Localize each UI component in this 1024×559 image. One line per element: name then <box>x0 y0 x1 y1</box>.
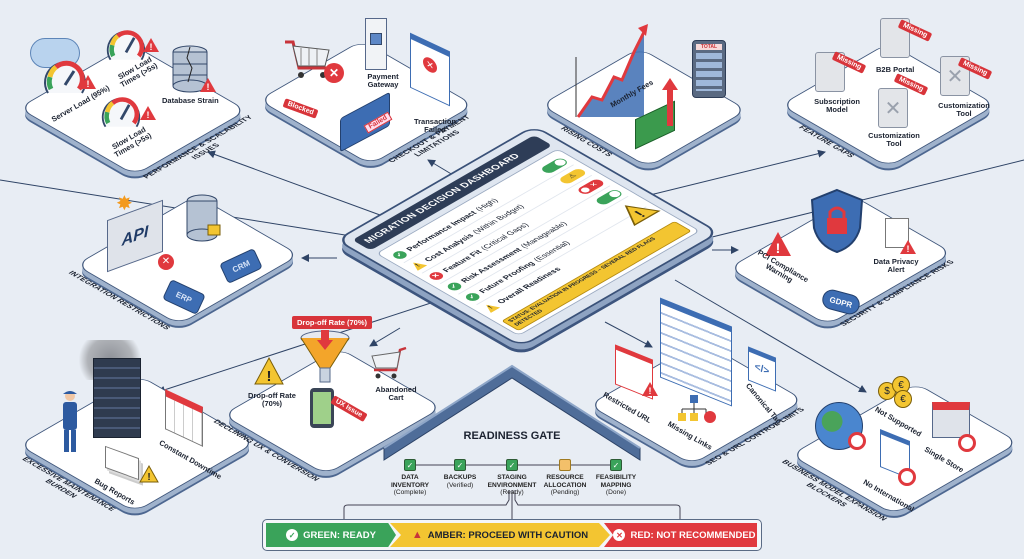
arrow-to-ux <box>369 327 401 347</box>
legend-label: GREEN: READY <box>303 529 376 541</box>
up-arrow-icon <box>662 78 678 126</box>
warning-icon: ! <box>200 78 216 92</box>
sitemap-icon <box>678 395 716 423</box>
arrow-to-performance <box>207 150 381 216</box>
document-icon <box>885 218 909 248</box>
svg-text:!: ! <box>207 82 210 92</box>
abandoned-cart-label: Abandoned Cart <box>375 385 417 402</box>
gate-step-feasibility: FEASIBILITY MAPPING(Done) <box>590 474 642 497</box>
warning-icon: ! <box>140 106 156 120</box>
error-x-icon: ✕ <box>324 63 344 83</box>
step-pending-icon <box>559 459 571 471</box>
warning-icon: ! <box>254 356 284 385</box>
gauge-icon <box>106 30 146 61</box>
shopping-cart-icon <box>285 40 330 78</box>
step-check-icon: ✓ <box>454 459 466 471</box>
currency-coins-icon: $€€ <box>878 376 918 408</box>
migration-decision-dashboard: MIGRATION DECISION DASHBOARD ✓Performanc… <box>335 125 721 348</box>
svg-text:!: ! <box>87 79 90 89</box>
warning-icon: ! <box>900 240 916 254</box>
arrow-to-features <box>649 149 826 196</box>
prohibited-icon <box>898 468 916 486</box>
svg-text:!: ! <box>267 368 272 385</box>
gauge-icon <box>101 97 141 128</box>
warning-icon: ! <box>143 38 159 52</box>
warning-icon: ! <box>642 382 658 396</box>
gate-step-staging: STAGING ENVIRONMENT(Ready) <box>486 474 538 497</box>
warning-icon: ! <box>80 75 96 89</box>
total-display: TOTAL <box>696 44 722 50</box>
shield-lock-icon <box>810 188 864 254</box>
payment-gateway-icon <box>365 18 387 70</box>
drop-off-rate-label: Drop-off Rate (70%) <box>248 391 296 408</box>
legend-green: ✓ GREEN: READY <box>266 523 396 547</box>
drop-off-banner: Drop-off Rate (70%) <box>292 316 373 329</box>
locked-database-icon <box>186 194 221 242</box>
database-strain-label: Database Strain <box>162 96 219 105</box>
step-state: (Pending) <box>550 489 580 497</box>
step-name: RESOURCE ALLOCATION <box>543 474 587 489</box>
readiness-gate-title: READINESS GATE <box>463 430 561 442</box>
store-icon <box>932 402 970 438</box>
step-name: STAGING ENVIRONMENT <box>487 474 537 489</box>
svg-text:!: ! <box>631 209 650 220</box>
arrow-to-maintenance <box>157 299 441 394</box>
dashboard-checklist: ✓Performance Impact(High) !Cost Analysis… <box>375 148 701 336</box>
warning-icon: ! <box>765 232 791 256</box>
technician-icon <box>63 391 77 452</box>
svg-text:!: ! <box>150 42 153 52</box>
calculator-icon: TOTAL <box>692 40 726 98</box>
step-check-icon: ✓ <box>506 459 518 471</box>
step-name: BACKUPS <box>443 474 477 481</box>
step-name: FEASIBILITY MAPPING <box>595 474 637 489</box>
spark-icon: ✸ <box>116 193 133 215</box>
step-check-icon: ✓ <box>610 459 622 471</box>
rising-chart-icon <box>575 24 648 118</box>
customization-tool-label: Customization Tool <box>868 131 920 148</box>
step-state: (Ready) <box>500 489 524 497</box>
prohibited-icon <box>848 432 866 450</box>
gate-step-backups: BACKUPS(Verified) <box>434 474 486 489</box>
large-warning-icon: ! <box>624 205 661 227</box>
database-icon <box>172 45 208 93</box>
step-name: DATA INVENTORY <box>390 474 430 489</box>
tools-icon: ✕ <box>878 88 908 128</box>
abandoned-cart-icon <box>371 346 407 379</box>
step-check-icon: ✓ <box>404 459 416 471</box>
legend-red: ✕ RED: NOT RECOMMENDED <box>604 523 757 547</box>
transaction-failed-label: Transaction Failed <box>413 117 457 134</box>
funnel-icon <box>300 330 350 383</box>
step-state: (Verified) <box>446 481 474 489</box>
b2b-portal-label: B2B Portal <box>876 65 915 74</box>
legend-label: AMBER: PROCEED WITH CAUTION <box>427 529 589 541</box>
svg-text:!: ! <box>147 110 150 120</box>
svg-text:!: ! <box>776 240 781 256</box>
legend-amber: ▲ AMBER: PROCEED WITH CAUTION <box>390 523 610 547</box>
gate-step-data-inventory: DATA INVENTORY(Complete) <box>384 474 436 497</box>
arrow-to-seo <box>604 321 653 348</box>
status-legend-bar: ✓ GREEN: READY ▲ AMBER: PROCEED WITH CAUTI… <box>262 519 762 551</box>
customization-tool-label: Customization Tool <box>938 101 990 118</box>
subscription-model-label: Subscription Model <box>814 97 860 114</box>
gate-step-resource-allocation: RESOURCE ALLOCATION(Pending) <box>539 474 591 497</box>
x-circle-icon: ✕ <box>613 529 626 541</box>
warning-icon: ! <box>139 464 159 483</box>
gauge-icon <box>44 60 86 94</box>
svg-text:!: ! <box>649 386 652 396</box>
payment-gateway-label: Payment Gateway <box>367 72 399 89</box>
prohibited-icon <box>958 434 976 452</box>
warning-triangle-icon: ▲ <box>411 529 423 541</box>
step-state: (Done) <box>605 489 627 497</box>
check-circle-icon: ✓ <box>286 529 299 541</box>
data-privacy-alert-label: Data Privacy Alert <box>873 257 919 274</box>
server-rack-icon <box>93 358 141 438</box>
legend-label: RED: NOT RECOMMENDED <box>630 529 756 541</box>
error-x-icon: ✕ <box>158 254 174 270</box>
svg-text:!: ! <box>907 244 910 254</box>
arrow-to-business <box>674 279 867 393</box>
phone-icon <box>310 388 334 428</box>
step-state: (Complete) <box>393 489 427 497</box>
svg-text:!: ! <box>147 472 150 483</box>
